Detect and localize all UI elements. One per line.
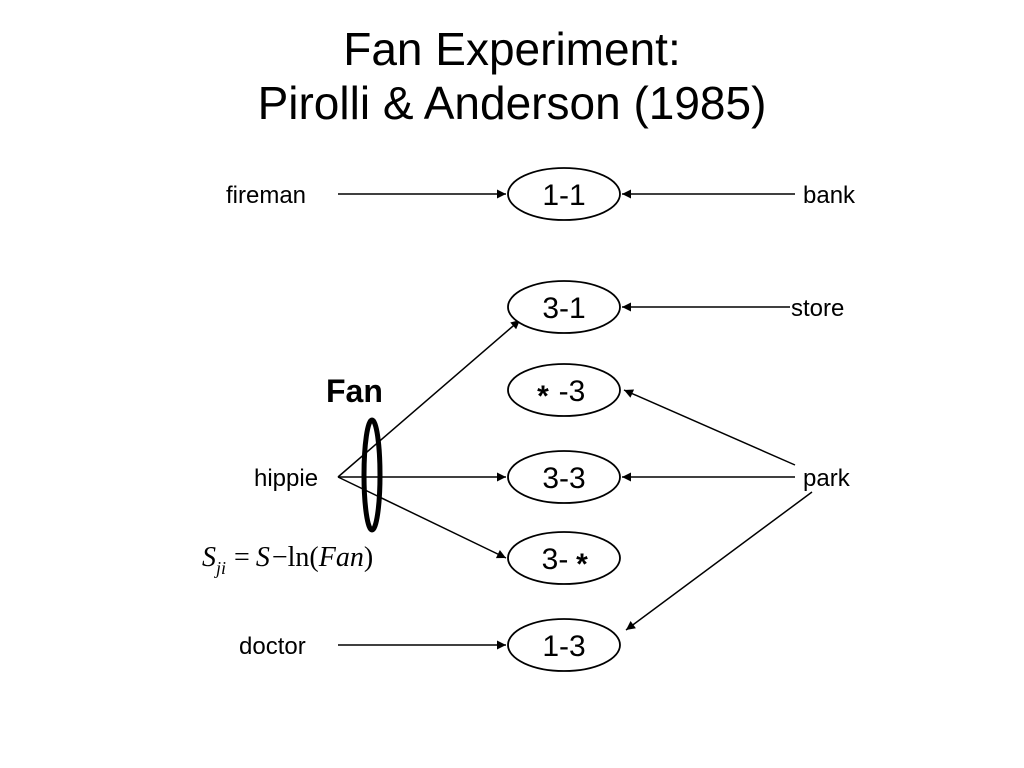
node-3-1-ellipse	[507, 280, 621, 334]
fan-highlight-oval	[361, 417, 383, 533]
slide-title: Fan Experiment: Pirolli & Anderson (1985…	[0, 22, 1024, 130]
node-star-3-star: *	[537, 380, 549, 413]
node-1-1-label: 1-1	[542, 179, 585, 212]
label-store: store	[791, 295, 844, 322]
formula-close: )	[364, 542, 373, 573]
fan-label: Fan	[326, 373, 383, 409]
formula-s: S	[202, 542, 216, 573]
node-star-3-ellipse	[507, 363, 621, 417]
node-star-3-label: -3	[559, 375, 586, 408]
node-3-3-ellipse	[507, 450, 621, 504]
formula-fan: Fan	[318, 542, 364, 573]
arrow-park-1-3	[625, 491, 813, 631]
title-line-1: Fan Experiment:	[343, 23, 681, 75]
node-3-3-label: 3-3	[542, 462, 585, 495]
arrow-park-star-3	[623, 389, 796, 466]
node-1-1-ellipse	[507, 167, 621, 221]
node-3-star-ellipse	[507, 531, 621, 585]
label-park: park	[803, 465, 851, 492]
formula-s-total: S	[256, 542, 270, 573]
node-3-star-star: *	[576, 548, 588, 581]
label-doctor: doctor	[239, 633, 306, 660]
node-1-3-ellipse	[507, 618, 621, 672]
label-fireman: fireman	[226, 182, 306, 209]
label-hippie: hippie	[254, 465, 318, 492]
arrow-hippie-3-1	[337, 319, 521, 478]
fan-formula: Sji=S−ln(Fan)	[202, 542, 373, 578]
title-line-2: Pirolli & Anderson (1985)	[257, 77, 767, 129]
node-3-star-label: 3-	[542, 543, 569, 576]
label-bank: bank	[803, 182, 856, 209]
formula-equals: =	[234, 542, 250, 573]
formula-subscript: ji	[214, 558, 226, 578]
node-3-1-label: 3-1	[542, 292, 585, 325]
node-1-3-label: 1-3	[542, 630, 585, 663]
formula-ln: ln(	[288, 542, 319, 573]
formula-minus: −	[272, 542, 288, 573]
